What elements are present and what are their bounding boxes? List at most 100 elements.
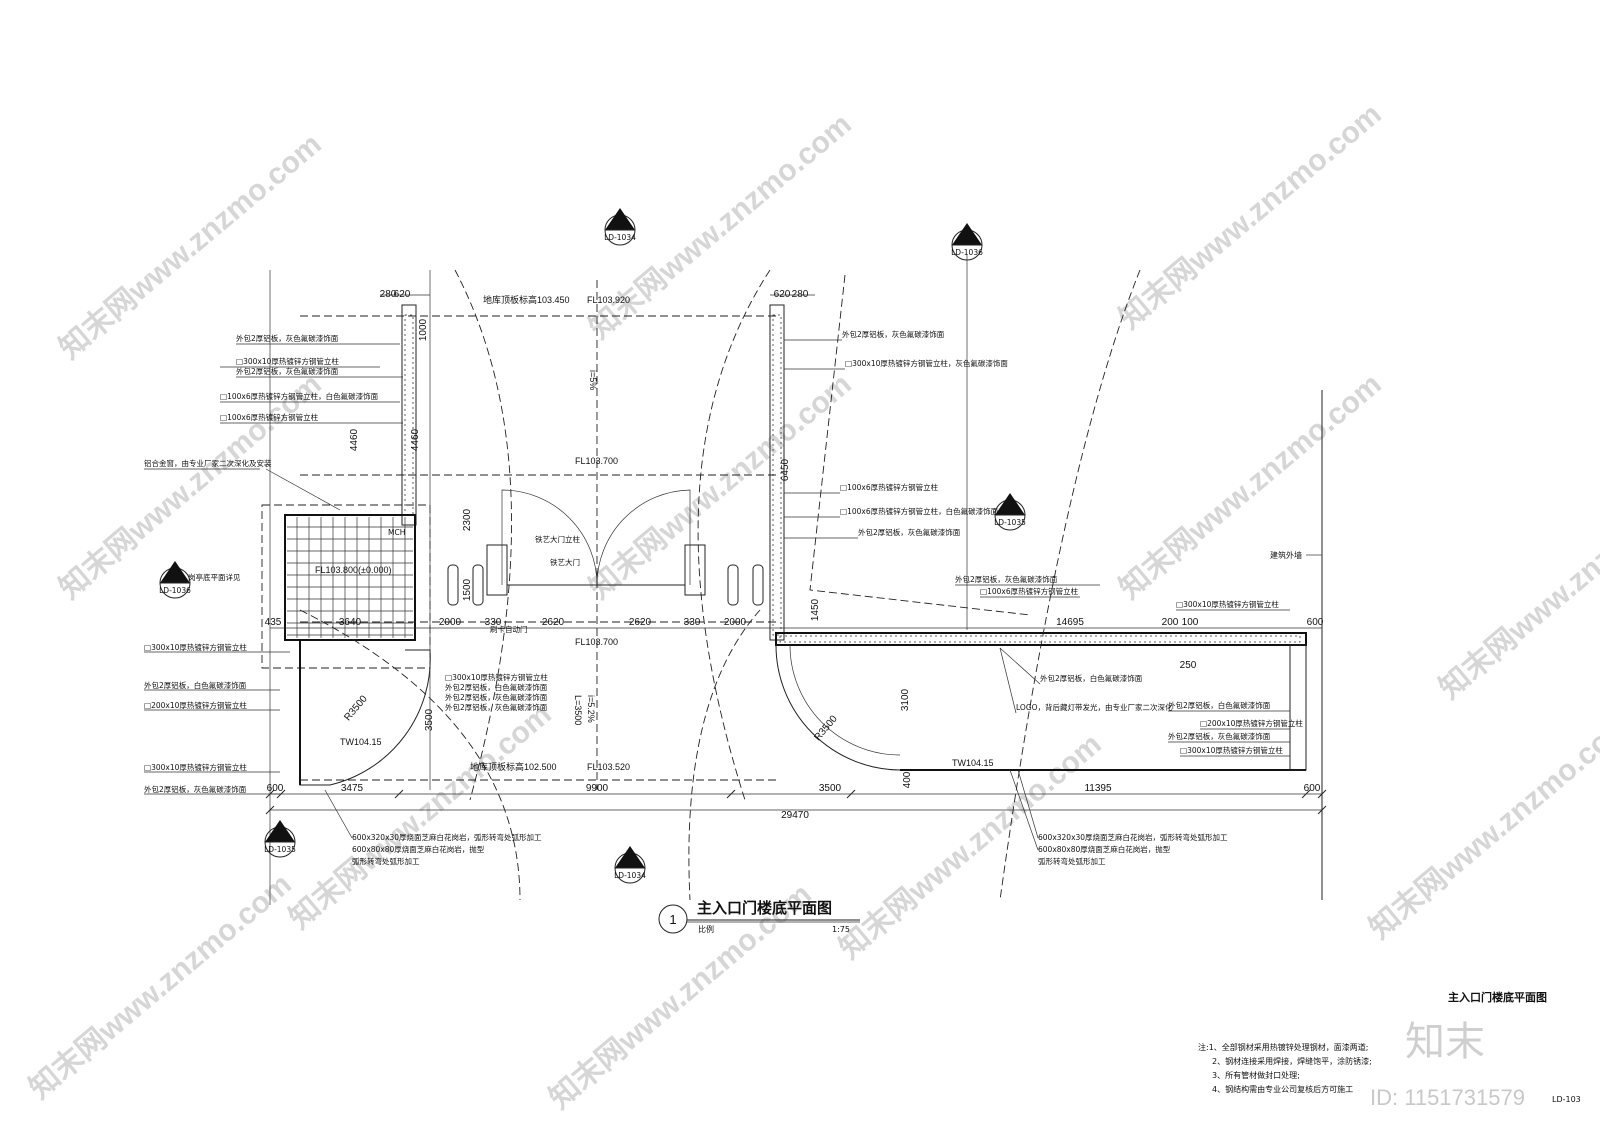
dimension-text: 600 (1307, 617, 1324, 628)
left-callout: 外包2厚铝板，灰色氟碳漆饰面 (236, 366, 339, 376)
watermark-text: 知末网www.znzmo.com (23, 868, 297, 1106)
marker-number: 1 (628, 857, 633, 866)
level-slab-top: 地库顶板标高103.450 (483, 294, 570, 305)
dimension-tick (265, 805, 275, 815)
dimension-text: 29470 (781, 810, 809, 821)
watermark-text: 知末网www.znzmo.com (53, 368, 327, 606)
marker-ref: LD-1034 (614, 871, 646, 880)
marker-arrow (605, 208, 635, 230)
marker-ref: LD-1036 (159, 586, 191, 595)
dimension-text: 3475 (341, 783, 364, 794)
dimension-text: 11395 (1084, 783, 1112, 794)
level-guardhouse: FL103.800(±0.000) (315, 565, 392, 575)
level-slab-top: 地库顶板标高102.500 (470, 761, 557, 772)
right-callout: 外包2厚铝板，灰色氟碳漆饰面 (858, 527, 961, 537)
dimension-text: 280 (380, 289, 397, 300)
dimension-text: 620 (774, 289, 791, 300)
left-callout: □100x6厚热镀锌方钢管立柱 (220, 412, 319, 422)
leader-line (999, 647, 1017, 714)
left-callout: □300x10厚热镀锌方钢管立柱 (236, 356, 339, 366)
leader-line (999, 647, 1041, 685)
dimension-text: 600 (1304, 783, 1321, 794)
paving-callout: 弧形转弯处弧形加工 (1038, 856, 1106, 866)
left-callout: □300x10厚热镀锌方钢管立柱 (144, 762, 247, 772)
gate-callout: 铁艺大门立柱 (535, 534, 580, 544)
dimension-text: R3500 (812, 713, 840, 743)
sheet-code: LD-103 (1552, 1095, 1581, 1104)
level-fl: FL103.700 (575, 637, 618, 647)
gate-callout: 外包2厚铝板，灰色氟碳漆饰面 (445, 702, 548, 712)
right-callout: 外包2厚铝板，白色氟碳漆饰面 (1168, 700, 1271, 710)
left-callout: 岗亭底平面详见 (188, 572, 241, 582)
dimension-text: 620 (394, 289, 411, 300)
section-marker: 1LD-1036 (951, 223, 983, 261)
slope-label: i=5.2% (586, 695, 596, 723)
left-callout: □100x6厚热镀锌方钢管立柱，白色氟碳漆饰面 (220, 391, 379, 401)
marker-arrow (995, 493, 1025, 515)
dimension-text: 2000 (439, 617, 462, 628)
right-callout: LOGO，背后藏灯带发光，由专业厂家二次深化 (1016, 702, 1173, 712)
dimension-tick (394, 789, 404, 799)
dimension-text: 280 (792, 289, 809, 300)
left-callout: 铝合金窗，由专业厂家二次深化及安装 (144, 458, 272, 468)
note-3: 3、所有管材做封口处理; (1212, 1070, 1300, 1080)
marker-number: 2 (278, 831, 283, 840)
level-fl: FL103.920 (587, 295, 630, 305)
dimension-text: 100 (1182, 617, 1199, 628)
section-marker: 2LD-1035 (264, 820, 296, 858)
watermark-text: 知末网www.znzmo.com (583, 368, 857, 606)
watermark-text: 知末网www.znzmo.com (53, 128, 327, 366)
brand-logo-text: 知末 (1405, 1019, 1485, 1065)
dimension-text: 3100 (900, 688, 911, 711)
dimension-text: 1000 (418, 318, 429, 341)
marker-arrow (160, 561, 190, 583)
dimension-text: 14695 (1056, 617, 1084, 628)
right-callout: 外包2厚铝板，灰色氟碳漆饰面 (1168, 731, 1271, 741)
paving-callout: 600x80x80厚烧面芝麻白花岗岩，抛型 (1038, 844, 1171, 854)
drawing-title-block: 1 主入口门楼底平面图 比例 1:75 (658, 899, 860, 934)
level-tw: TW104.15 (340, 737, 382, 747)
paving-callout: 600x80x80厚烧面芝麻白花岗岩，抛型 (352, 844, 485, 854)
leader-line (324, 789, 353, 839)
plan-geometry (261, 255, 1327, 905)
dimension-text: 400 (902, 771, 913, 788)
dimension-text: 435 (265, 617, 282, 628)
dimension-text: 6450 (780, 458, 791, 481)
right-callout: □300x10厚热镀锌方钢管立柱 (1176, 599, 1279, 609)
dimension-text: 4460 (410, 428, 421, 451)
left-callout: □300x10厚热镀锌方钢管立柱 (144, 642, 247, 652)
dimension-text: 4460 (349, 428, 360, 451)
watermark-text: 知末网www.znzmo.com (1363, 708, 1600, 946)
dimension-text: 330 (684, 617, 701, 628)
dimension-text: 250 (1180, 660, 1197, 671)
watermark-text: 知末网www.znzmo.com (283, 698, 557, 936)
paving-callout: 600x320x30厚烧面芝麻白花岗岩，弧形转弯处弧形加工 (352, 832, 542, 842)
dimension-text: 3500 (424, 708, 435, 731)
left-callout: 外包2厚铝板，灰色氟碳漆饰面 (144, 784, 247, 794)
dimension-text: 330 (485, 617, 502, 628)
right-callout: 外包2厚铝板，白色氟碳漆饰面 (1040, 673, 1143, 683)
note-2: 2、钢材连接采用焊接，焊缝饱平，涂防锈漆; (1212, 1056, 1372, 1066)
image-id: ID: 1151731579 (1370, 1085, 1525, 1110)
right-callout: □100x6厚热镀锌方钢管立柱，白色氟碳漆饰面 (840, 506, 999, 516)
leader-lines (144, 339, 1290, 851)
slope-label: L=3500 (573, 695, 583, 725)
scale-label: 比例 (698, 924, 714, 934)
marker-arrow (952, 223, 982, 245)
right-callout: 外包2厚铝板，灰色氟碳漆饰面 (842, 329, 945, 339)
left-callout: □200x10厚热镀锌方钢管立柱 (144, 700, 247, 710)
note-4: 4、钢结构需由专业公司复核后方可施工 (1212, 1084, 1353, 1094)
watermark-text: 知末网www.znzmo.com (1113, 98, 1387, 336)
dimension-tick (1301, 789, 1311, 799)
level-fl: FL103.700 (575, 456, 618, 466)
dimension-tick (1317, 789, 1327, 799)
dimension-text: R3500 (342, 693, 370, 723)
dimension-text: 600 (267, 783, 284, 794)
general-notes: 注:1、全部钢材采用热镀锌处理钢材，面漆两道; 2、钢材连接采用焊接，焊缝饱平，… (1198, 1042, 1581, 1104)
slope-label: i=5% (588, 370, 598, 390)
sheet-title: 主入口门楼底平面图 (1448, 990, 1547, 1004)
